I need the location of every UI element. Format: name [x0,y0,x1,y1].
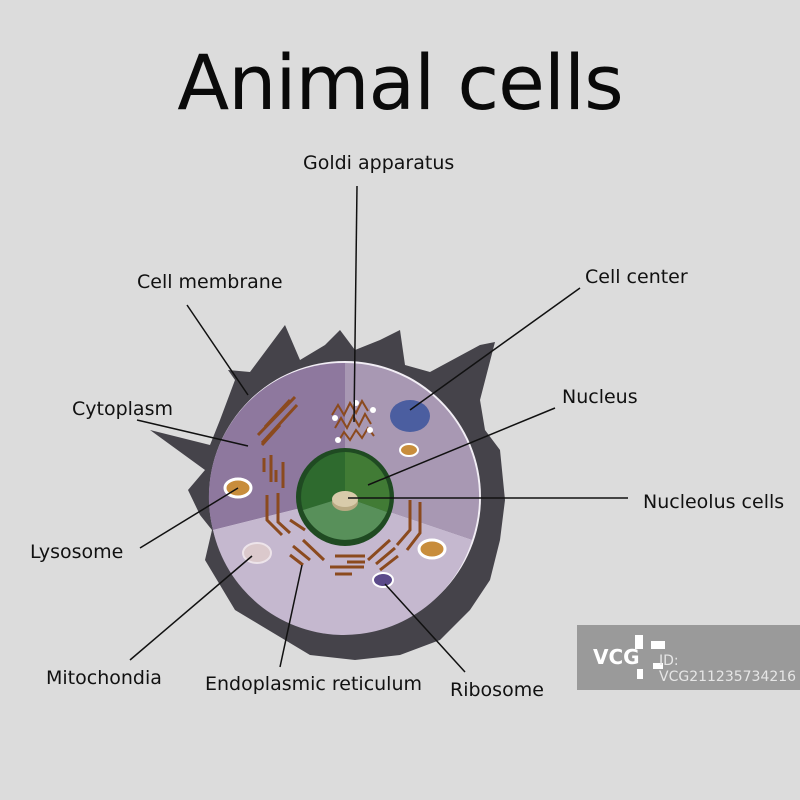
ribosome [372,572,394,588]
leader-lines [129,185,628,673]
label-mitochondia: Mitochondia [46,667,162,689]
label-cell-center: Cell center [585,266,688,288]
lysosome-2 [417,538,447,560]
label-golgi: Goldi apparatus [303,152,455,174]
label-lysosome: Lysosome [30,541,124,563]
label-nucleus: Nucleus [562,386,638,408]
watermark: VCG ID: VCG211235734216 [577,625,800,690]
small-vesicle [399,443,419,457]
label-ribosome: Ribosome [450,679,544,701]
label-er: Endoplasmic reticulum [205,673,423,695]
endoplasmic-reticulum [256,395,422,576]
page-title: Animal cells [177,38,624,127]
cell-center-organelle [390,400,430,432]
watermark-id: ID: VCG211235734216 [659,653,797,685]
watermark-burst-icon [635,635,665,679]
label-cytoplasm: Cytoplasm [72,398,173,420]
label-cell-membrane: Cell membrane [137,271,283,293]
label-nucleolus: Nucleolus cells [643,491,785,513]
watermark-logo: VCG [593,645,640,669]
